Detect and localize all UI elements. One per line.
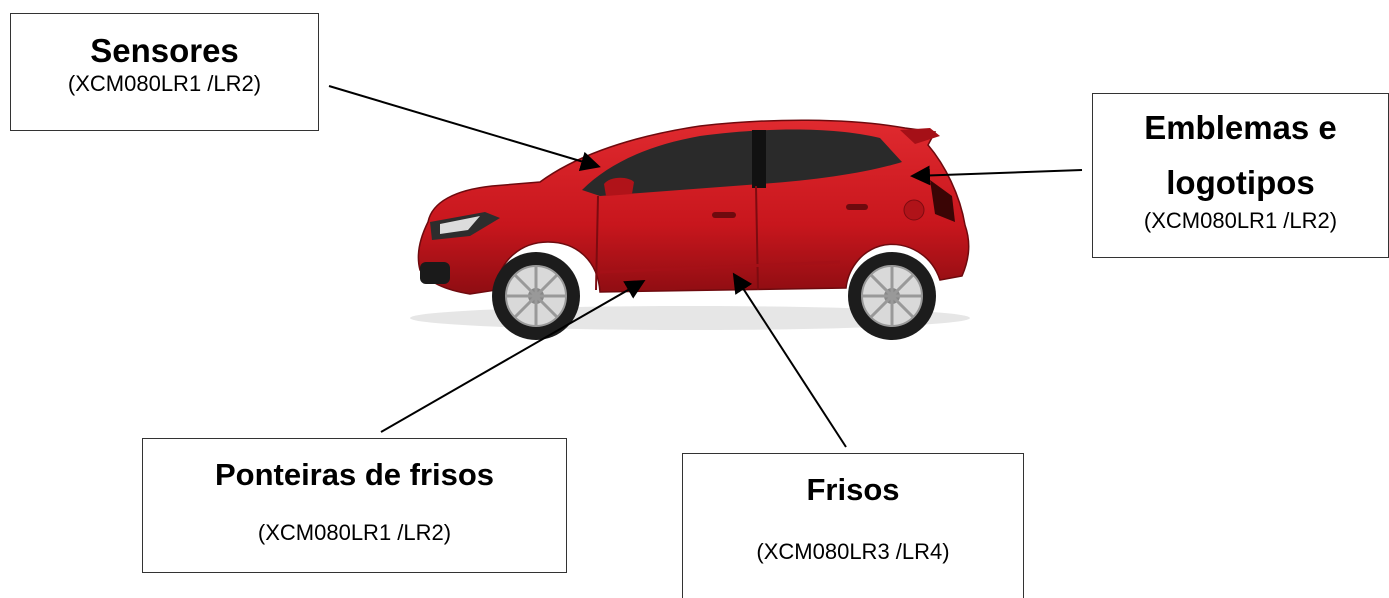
frisos-label-box: Frisos (XCM080LR3 /LR4) [682, 453, 1024, 598]
ponteiras-label-box: Ponteiras de frisos (XCM080LR1 /LR2) [142, 438, 567, 573]
door-handle-front [712, 212, 736, 218]
car-windows [582, 129, 902, 196]
emblemas-label-box: Emblemas e logotipos (XCM080LR1 /LR2) [1092, 93, 1389, 258]
front-wheel [492, 252, 580, 340]
window-pillar [752, 130, 766, 188]
side-mirror [604, 177, 634, 196]
sensores-code: (XCM080LR1 /LR2) [67, 71, 262, 96]
ponteiras-code: (XCM080LR1 /LR2) [257, 520, 452, 545]
sensores-label-box: Sensores (XCM080LR1 /LR2) [10, 13, 319, 131]
front-grille [420, 262, 450, 284]
taillight [930, 180, 955, 222]
frisos-title: Frisos [806, 472, 900, 507]
fuel-cap [903, 199, 925, 221]
emblemas-title-line2: logotipos [1166, 164, 1315, 201]
arrow-emblemas [910, 165, 1083, 186]
headlight-lens [440, 216, 480, 234]
door-crease [599, 260, 841, 274]
frisos-code: (XCM080LR3 /LR4) [756, 539, 950, 564]
rear-spoiler [900, 128, 940, 144]
door-handle-rear [846, 204, 868, 210]
arrow-sensores [328, 85, 601, 172]
emblemas-title-line1: Emblemas e [1144, 109, 1337, 146]
ponteiras-title: Ponteiras de frisos [214, 457, 495, 492]
arrow-frisos [732, 272, 847, 448]
door-line [595, 185, 759, 291]
sensores-title: Sensores [90, 32, 239, 69]
rear-wheel [848, 252, 936, 340]
arrow-ponteiras [380, 280, 646, 433]
emblemas-code: (XCM080LR1 /LR2) [1143, 208, 1338, 233]
